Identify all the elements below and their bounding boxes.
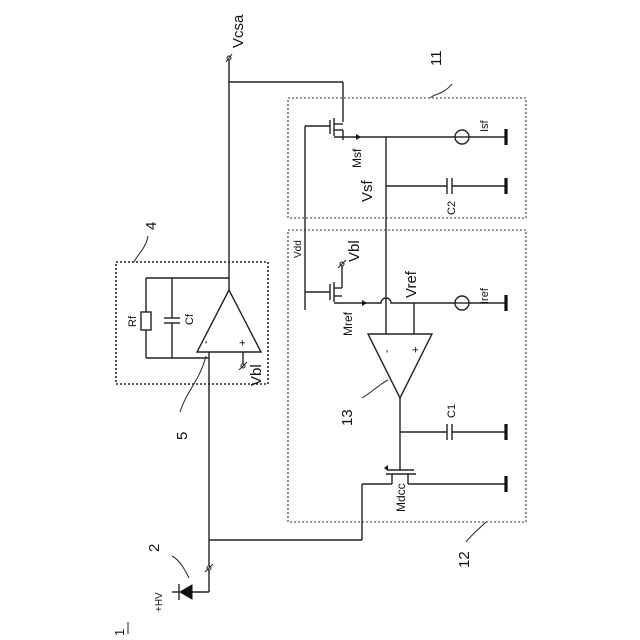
label-c2: C2 xyxy=(446,201,458,215)
capacitor-c2 xyxy=(447,178,452,194)
amplifier-13 xyxy=(368,334,432,398)
amp5-minus-sign: - xyxy=(200,340,212,344)
numeral-5: 5 xyxy=(174,432,191,440)
label-mref: Mref xyxy=(341,311,355,336)
figure-number: 1 xyxy=(112,629,127,636)
diode-detector-2 xyxy=(179,584,192,600)
leader-2 xyxy=(172,556,189,578)
leader-11 xyxy=(430,84,452,98)
leader-12 xyxy=(466,522,486,542)
current-source-isf xyxy=(455,130,469,144)
transistor-mref xyxy=(330,266,367,306)
label-vsf: Vsf xyxy=(359,179,376,202)
label-rf: Rf xyxy=(127,315,139,327)
vcsa-terminal xyxy=(226,54,232,82)
amp5-plus-sign: + xyxy=(237,340,249,346)
label-isf: Isf xyxy=(479,119,491,132)
numeral-11: 11 xyxy=(428,50,445,66)
label-hv: +HV xyxy=(154,592,165,612)
resistor-rf xyxy=(141,312,151,330)
leader-13 xyxy=(362,380,388,398)
amp13-minus-sign: - xyxy=(381,349,393,353)
label-mdcc: Mdcc xyxy=(394,483,408,512)
label-c1: C1 xyxy=(446,404,458,418)
capacitor-c1 xyxy=(447,424,452,440)
block-11-box xyxy=(288,98,526,218)
amp13-plus-sign: + xyxy=(410,347,422,353)
label-vbl-amp5: Vbl xyxy=(248,364,265,386)
current-source-iref xyxy=(455,296,469,310)
numeral-12: 12 xyxy=(456,551,473,568)
leader-4 xyxy=(134,236,148,262)
label-vcsa: Vcsa xyxy=(230,14,247,48)
label-msf: Msf xyxy=(350,148,364,168)
numeral-13: 13 xyxy=(339,409,356,426)
label-vbl-mref: Vbl xyxy=(346,240,363,262)
label-iref: Iref xyxy=(479,287,491,304)
label-cf: Cf xyxy=(184,313,196,325)
label-vdd: Vdd xyxy=(293,240,304,258)
numeral-4: 4 xyxy=(143,222,160,230)
transistor-msf xyxy=(330,118,361,140)
capacitor-cf xyxy=(164,318,180,323)
numeral-2: 2 xyxy=(146,544,163,552)
label-vref: Vref xyxy=(403,270,420,298)
transistor-mdcc xyxy=(362,465,506,500)
